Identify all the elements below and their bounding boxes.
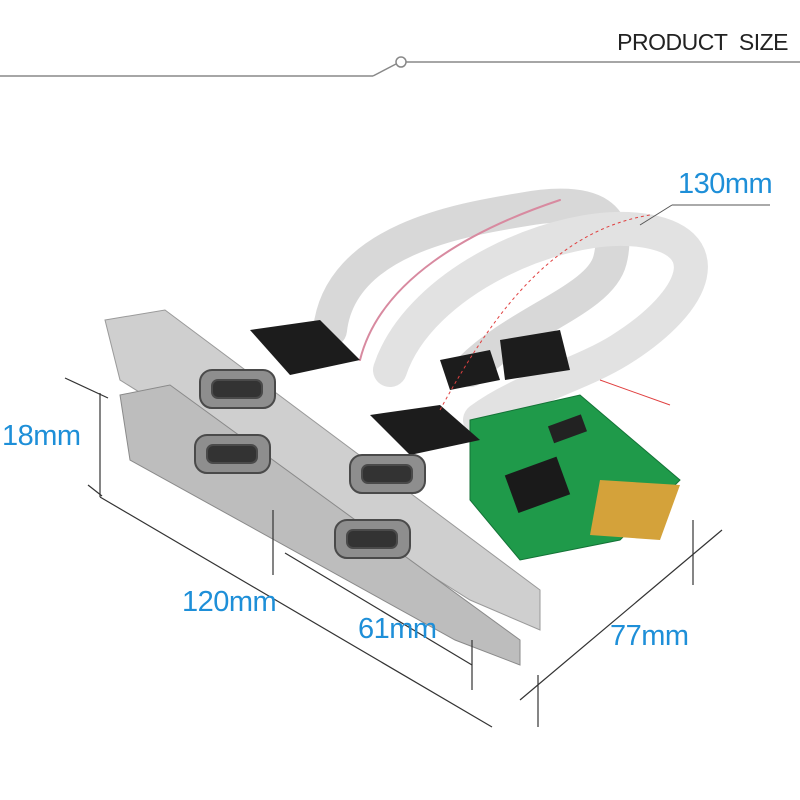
db9-connector <box>199 369 276 409</box>
dimension-lines <box>64 377 723 728</box>
db9-connector <box>334 519 411 559</box>
db9-connector <box>194 434 271 474</box>
pin-headers <box>250 320 570 455</box>
cable-length-label: 130mm <box>678 168 773 200</box>
bracket-length-label: 120mm <box>182 586 277 618</box>
card-length-label: 61mm <box>358 613 437 645</box>
height-label: 18mm <box>2 420 81 452</box>
header-rule <box>0 56 800 77</box>
main-chip <box>504 456 571 514</box>
section-title: PRODUCT SIZE <box>617 29 788 55</box>
ribbon-cables <box>313 188 708 437</box>
db9-connector <box>349 454 426 494</box>
pcie-edge-connector <box>590 480 680 540</box>
db9-connectors <box>194 369 426 559</box>
card-width-label: 77mm <box>610 620 689 652</box>
cable-length-indicator <box>439 204 770 411</box>
pcb-board <box>469 394 681 561</box>
